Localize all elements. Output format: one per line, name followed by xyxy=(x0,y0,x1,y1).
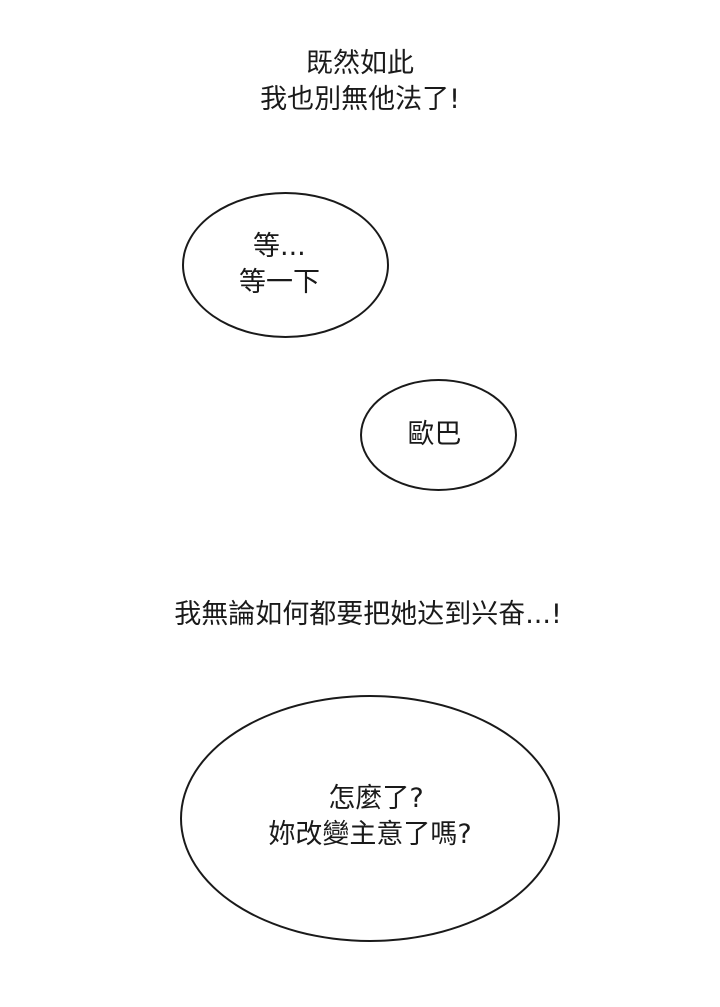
bubble-question-line-2: 妳改變主意了嗎? xyxy=(268,818,472,850)
bubble-wait-line-1: 等... xyxy=(253,231,306,262)
speech-bubble-question: 怎麼了? 妳改變主意了嗎? xyxy=(180,695,560,942)
narration-top: 既然如此 我也別無他法了! xyxy=(0,46,720,118)
bubble-oppa-line-1: 歐巴 xyxy=(407,419,462,450)
bubble-question-line-1: 怎麼了? xyxy=(328,782,424,814)
bubble-wait-line-2: 等一下 xyxy=(239,267,320,298)
narration-middle: 我無論如何都要把她达到兴奋...! xyxy=(0,597,720,633)
speech-bubble-oppa: 歐巴 xyxy=(360,379,517,491)
speech-bubble-wait: 等... 等一下 xyxy=(182,192,389,338)
narration-middle-line-1: 我無論如何都要把她达到兴奋...! xyxy=(174,599,562,630)
narration-top-line-2: 我也別無他法了! xyxy=(260,84,460,115)
narration-top-line-1: 既然如此 xyxy=(306,48,414,79)
